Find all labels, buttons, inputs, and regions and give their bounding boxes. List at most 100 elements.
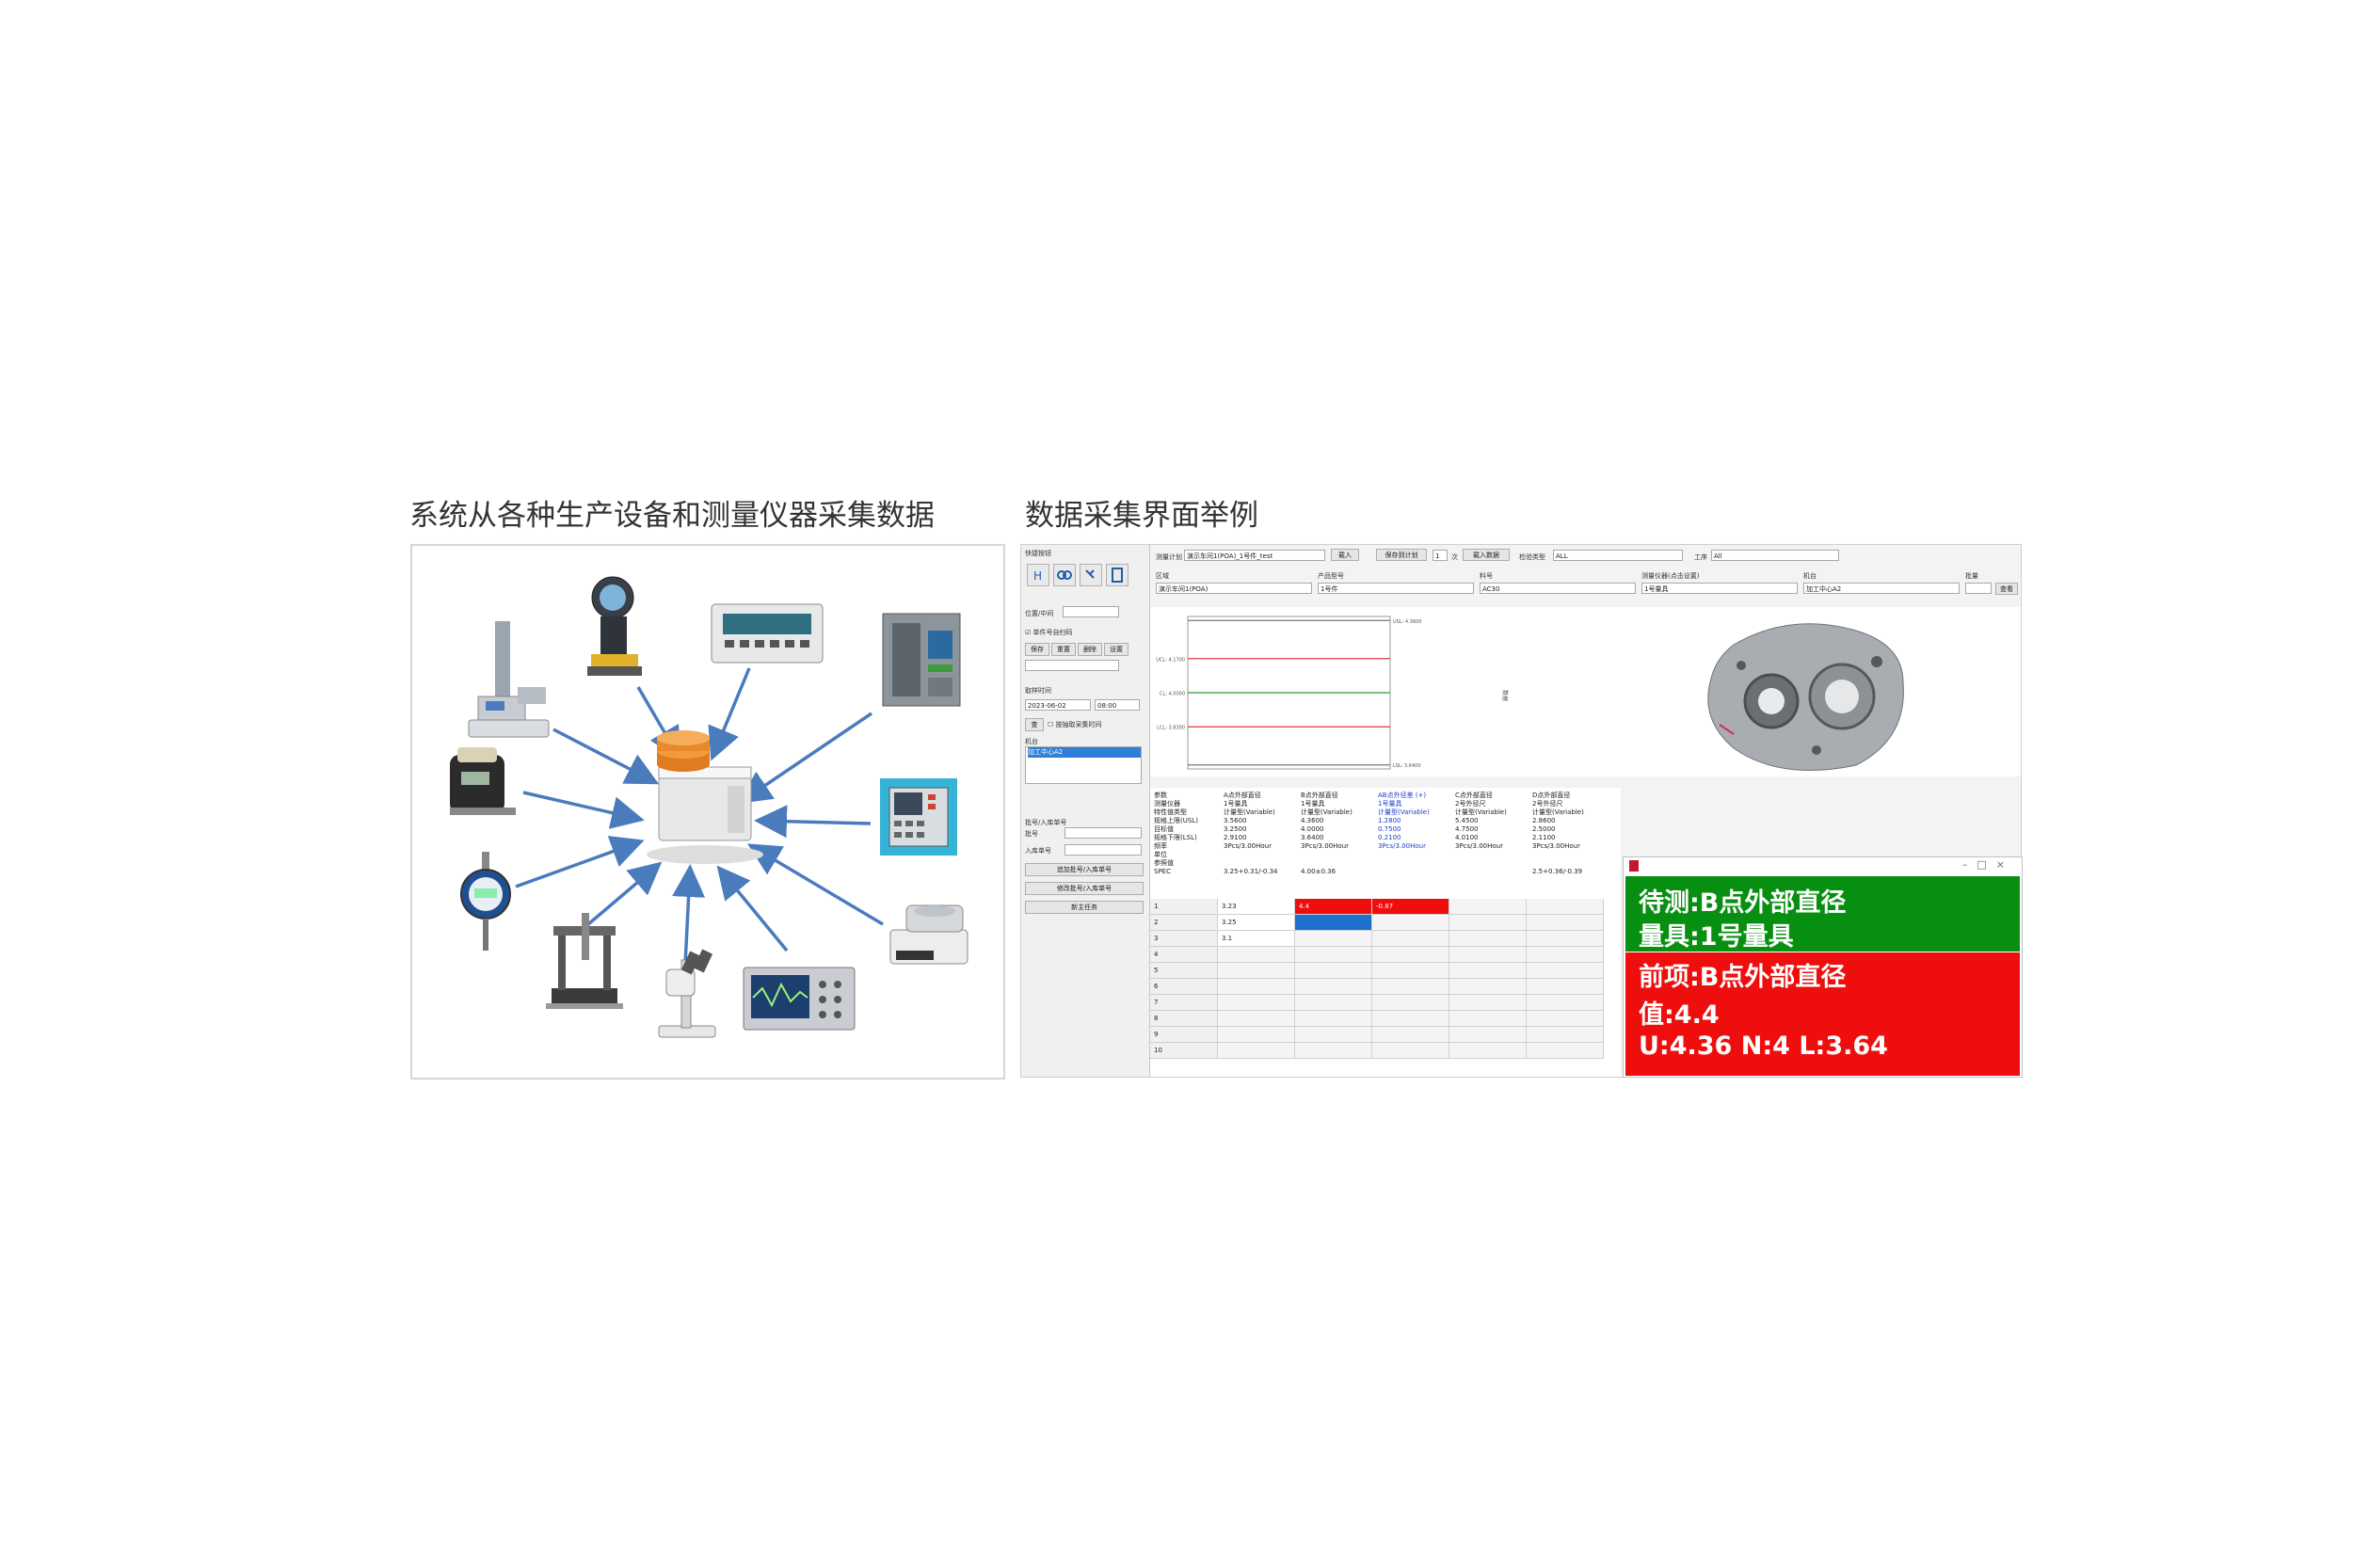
- data-cell[interactable]: [1372, 931, 1449, 947]
- data-cell[interactable]: [1449, 899, 1527, 915]
- scan-input[interactable]: [1025, 660, 1119, 671]
- area-select[interactable]: 演示车间1(POA): [1156, 583, 1312, 594]
- time-picker[interactable]: 08:00: [1095, 699, 1140, 711]
- data-cell[interactable]: [1449, 915, 1527, 931]
- machine-list-item[interactable]: 加工中心A2: [1028, 747, 1141, 758]
- gauge-select[interactable]: 1号量具: [1641, 583, 1798, 594]
- data-cell[interactable]: [1372, 1043, 1449, 1059]
- append-batch-button[interactable]: 追加批号/入库单号: [1025, 863, 1144, 876]
- data-cell[interactable]: [1449, 1043, 1527, 1059]
- qty-input[interactable]: [1965, 583, 1992, 594]
- window-controls[interactable]: –□×: [1961, 858, 2014, 871]
- data-cell[interactable]: [1527, 1027, 1604, 1043]
- save-button[interactable]: 保存: [1025, 643, 1049, 656]
- data-cell[interactable]: 3.23: [1218, 899, 1295, 915]
- machine-select[interactable]: 加工中心A2: [1803, 583, 1960, 594]
- data-cell[interactable]: [1527, 1043, 1604, 1059]
- data-cell[interactable]: [1449, 963, 1527, 979]
- data-cell[interactable]: [1372, 915, 1449, 931]
- spec-column: C点外部直径 2号外径尺 计量型(Variable) 5.4500 4.7500…: [1455, 792, 1507, 850]
- precision-scale-icon: [889, 904, 968, 965]
- process-select[interactable]: All: [1711, 550, 1839, 561]
- data-cell[interactable]: 3.1: [1218, 931, 1295, 947]
- link-icon[interactable]: [1053, 564, 1076, 586]
- settings-button[interactable]: 设置: [1104, 643, 1128, 656]
- data-cell[interactable]: [1449, 1027, 1527, 1043]
- data-cell[interactable]: [1218, 1027, 1295, 1043]
- query-button[interactable]: 查: [1025, 718, 1044, 731]
- data-cell[interactable]: [1218, 1011, 1295, 1027]
- data-cell[interactable]: 3.25: [1218, 915, 1295, 931]
- data-cell[interactable]: [1295, 915, 1372, 931]
- date-picker[interactable]: 2023-06-02: [1025, 699, 1091, 711]
- qty-label: 批量: [1965, 572, 1978, 580]
- load-button[interactable]: 载入: [1331, 549, 1359, 561]
- data-cell[interactable]: [1527, 979, 1604, 995]
- hold-label: 按抽取采集时间: [1055, 721, 1102, 728]
- location-select[interactable]: [1063, 606, 1119, 617]
- sidebar: 快捷按钮 H 位置/中间 ☑ 单件号自扫码 保存 重置 删除 设置 取样时间 2…: [1021, 545, 1150, 1077]
- data-cell[interactable]: [1218, 995, 1295, 1011]
- data-cell[interactable]: [1372, 1011, 1449, 1027]
- data-cell[interactable]: [1372, 947, 1449, 963]
- data-cell[interactable]: [1527, 931, 1604, 947]
- data-cell[interactable]: [1449, 995, 1527, 1011]
- data-cell[interactable]: [1372, 1027, 1449, 1043]
- row-number: 4: [1150, 947, 1218, 963]
- data-cell[interactable]: [1527, 963, 1604, 979]
- data-cell[interactable]: [1295, 963, 1372, 979]
- data-cell[interactable]: [1449, 979, 1527, 995]
- row-number: 10: [1150, 1043, 1218, 1059]
- limit-label-usl: USL: 4.3600: [1393, 619, 1421, 625]
- shortcut-header: 快捷按钮: [1025, 550, 1051, 557]
- document-icon[interactable]: [1106, 564, 1128, 586]
- data-cell[interactable]: [1527, 1011, 1604, 1027]
- data-cell[interactable]: [1372, 995, 1449, 1011]
- delete-button[interactable]: 删除: [1078, 643, 1102, 656]
- material-select[interactable]: AC30: [1480, 583, 1636, 594]
- count-input[interactable]: 1: [1433, 550, 1448, 561]
- view-button[interactable]: 查看: [1995, 583, 2018, 595]
- batch-input[interactable]: [1064, 827, 1142, 839]
- inbound-input[interactable]: [1064, 844, 1142, 856]
- data-cell[interactable]: [1218, 1043, 1295, 1059]
- data-cell[interactable]: [1527, 995, 1604, 1011]
- data-cell[interactable]: [1295, 1027, 1372, 1043]
- spec-column: B点外部直径 1号量具 计量型(Variable) 4.3600 4.0000 …: [1301, 792, 1353, 875]
- data-cell[interactable]: [1295, 995, 1372, 1011]
- data-cell[interactable]: [1295, 931, 1372, 947]
- data-cell[interactable]: [1295, 979, 1372, 995]
- data-cell[interactable]: [1218, 963, 1295, 979]
- arrow: [672, 864, 706, 966]
- modify-batch-button[interactable]: 修改批号/入库单号: [1025, 882, 1144, 895]
- data-cell[interactable]: [1218, 947, 1295, 963]
- tool-icon[interactable]: [1080, 564, 1102, 586]
- data-cell[interactable]: [1449, 1011, 1527, 1027]
- product-select[interactable]: 1号件: [1318, 583, 1474, 594]
- data-cell[interactable]: [1295, 947, 1372, 963]
- new-task-button[interactable]: 新主任务: [1025, 901, 1144, 914]
- load-data-button[interactable]: 载入数据: [1463, 549, 1510, 561]
- data-cell[interactable]: [1527, 947, 1604, 963]
- data-cell[interactable]: [1295, 1011, 1372, 1027]
- data-cell[interactable]: [1372, 979, 1449, 995]
- data-cell[interactable]: [1527, 915, 1604, 931]
- data-cell[interactable]: [1527, 899, 1604, 915]
- reset-button[interactable]: 重置: [1051, 643, 1076, 656]
- measure-icon[interactable]: H: [1027, 564, 1049, 586]
- data-cell[interactable]: 4.4: [1295, 899, 1372, 915]
- data-cell[interactable]: [1449, 947, 1527, 963]
- check-type-select[interactable]: ALL: [1553, 550, 1683, 561]
- data-cell[interactable]: -0.87: [1372, 899, 1449, 915]
- arrow: [580, 861, 663, 932]
- data-cell[interactable]: [1449, 931, 1527, 947]
- data-cell[interactable]: [1218, 979, 1295, 995]
- auto-scan-checkbox[interactable]: ☑ 单件号自扫码: [1025, 629, 1073, 636]
- top-toolbar: 测量计划 演示车间1(POA)_1号件_test 载入 保存到计划 1 次 载入…: [1150, 545, 2021, 607]
- plan-select[interactable]: 演示车间1(POA)_1号件_test: [1184, 550, 1325, 561]
- machine-list[interactable]: 加工中心A2: [1025, 746, 1142, 784]
- data-cell[interactable]: [1372, 963, 1449, 979]
- hold-checkbox[interactable]: ☐ 按抽取采集时间: [1048, 721, 1102, 728]
- data-cell[interactable]: [1295, 1043, 1372, 1059]
- save-plan-button[interactable]: 保存到计划: [1376, 549, 1427, 561]
